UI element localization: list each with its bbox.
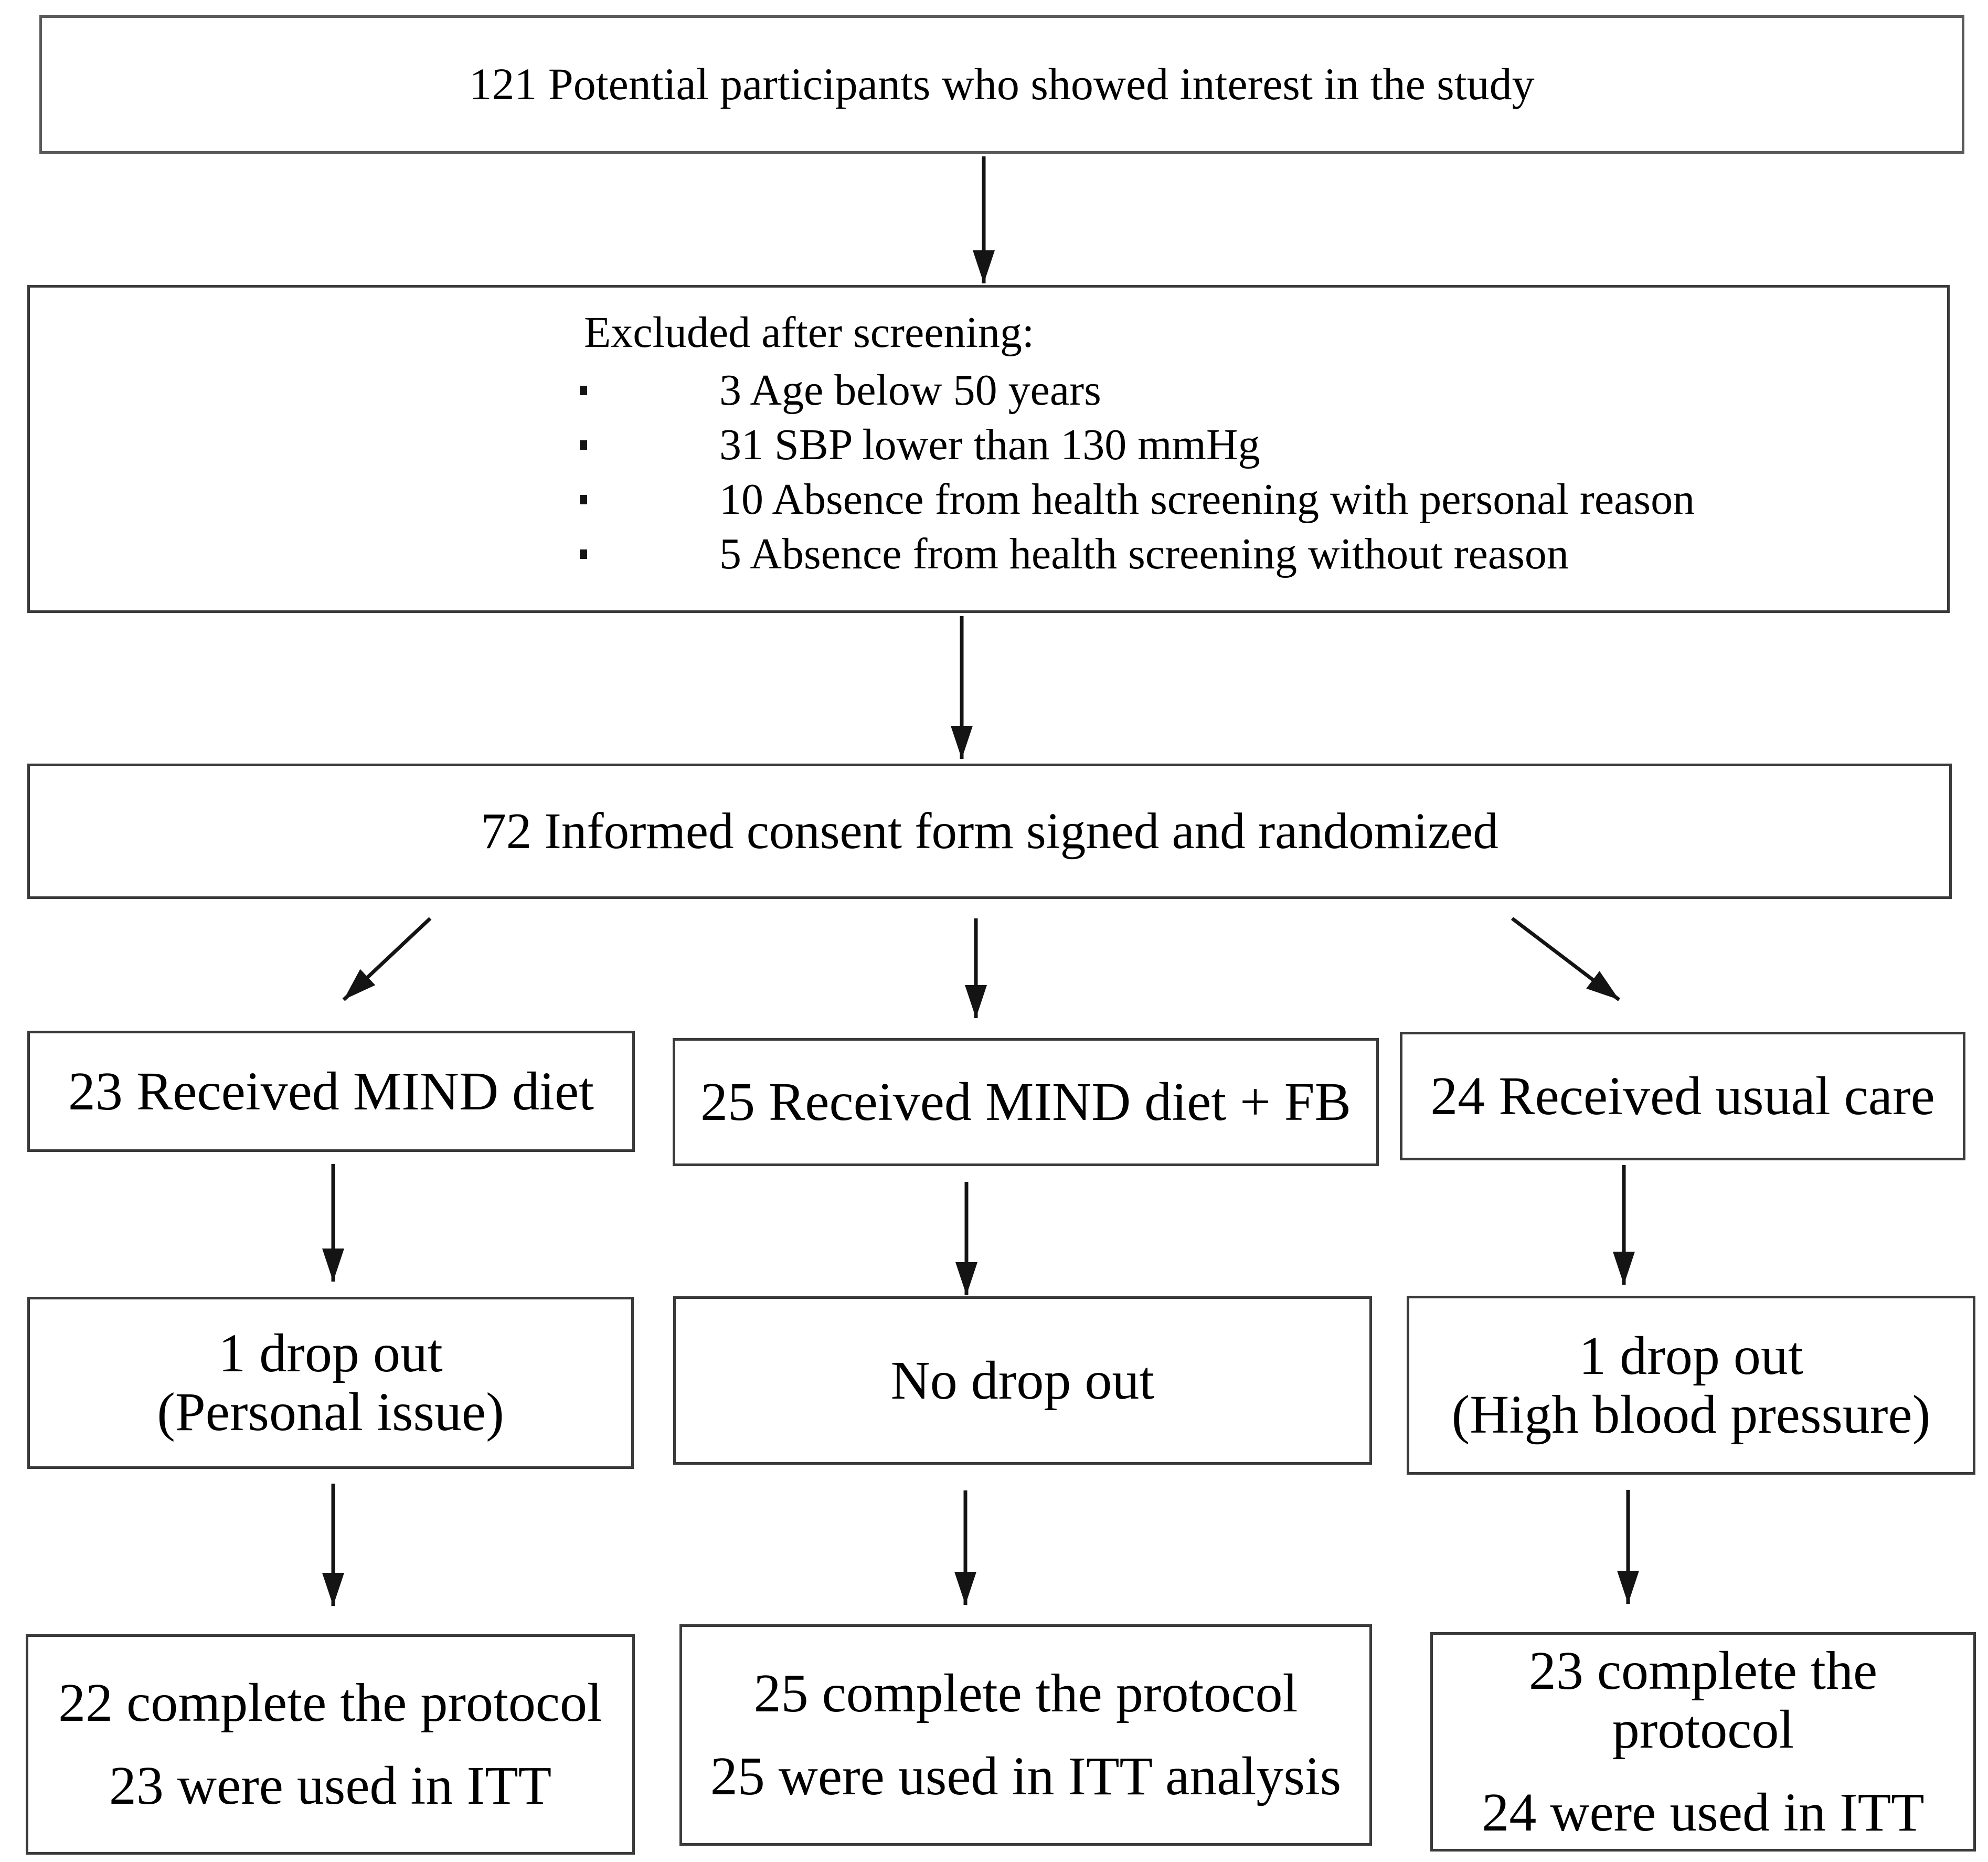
arm-mindfb-complete-line2: 25 were used in ITT analysis: [710, 1746, 1342, 1806]
excluded-item-text: 5 Absence from health screening without …: [719, 530, 1569, 578]
excluded-item: 5 Absence from health screening without …: [580, 527, 1947, 581]
bullet-icon: [580, 386, 587, 395]
enrollment-text: 121 Potential participants who showed in…: [469, 59, 1535, 110]
arm-mindfb-dropout-box: No drop out: [673, 1296, 1372, 1465]
excluded-title: Excluded after screening:: [584, 308, 1035, 357]
arm-mindfb-complete-box: 25 complete the protocol 25 were used in…: [679, 1624, 1372, 1846]
arm-mind-dropout-line2: (Personal issue): [157, 1382, 504, 1442]
bullet-icon: [580, 440, 587, 450]
excluded-box: Excluded after screening: 3 Age below 50…: [27, 285, 1950, 613]
arm-mind-complete-box: 22 complete the protocol 23 were used in…: [26, 1634, 635, 1855]
arm-usualcare-complete-box: 23 complete the protocol 24 were used in…: [1430, 1632, 1976, 1852]
arm-usualcare-dropout-line2: (High blood pressure): [1451, 1384, 1931, 1445]
arm-usualcare-dropout-box: 1 drop out (High blood pressure): [1407, 1296, 1975, 1475]
arm-mind-received-text: 23 Received MIND diet: [68, 1061, 594, 1122]
arrow-diagonal-icon-randomized-to-usualcare: [1511, 917, 1621, 1001]
arm-usualcare-complete-line2: 24 were used in ITT: [1482, 1782, 1925, 1843]
arm-mind-complete-line2: 23 were used in ITT: [109, 1755, 552, 1816]
arm-mind-dropout-line1: 1 drop out: [218, 1323, 443, 1383]
arm-usualcare-received-box: 24 Received usual care: [1400, 1032, 1965, 1160]
arm-mindfb-dropout-line1: No drop out: [890, 1350, 1155, 1411]
arm-mindfb-complete-line1: 25 complete the protocol: [753, 1663, 1298, 1723]
excluded-item-text: 3 Age below 50 years: [719, 366, 1101, 415]
arm-usualcare-complete-line1: 23 complete the protocol: [1528, 1641, 1878, 1760]
arm-mindfb-received-text: 25 Received MIND diet + FB: [700, 1072, 1352, 1132]
bullet-icon: [580, 495, 587, 504]
enrollment-box: 121 Potential participants who showed in…: [39, 15, 1964, 154]
arm-usualcare-received-text: 24 Received usual care: [1430, 1065, 1935, 1126]
arm-mind-received-box: 23 Received MIND diet: [27, 1031, 635, 1152]
bullet-icon: [580, 549, 587, 559]
arm-mind-dropout-box: 1 drop out (Personal issue): [27, 1297, 634, 1469]
excluded-item-text: 10 Absence from health screening with pe…: [719, 475, 1695, 524]
arm-mind-complete-line1: 22 complete the protocol: [58, 1673, 602, 1733]
randomized-box: 72 Informed consent form signed and rand…: [27, 764, 1952, 899]
excluded-item: 10 Absence from health screening with pe…: [580, 472, 1947, 527]
excluded-item: 31 SBP lower than 130 mmHg: [580, 418, 1947, 472]
arm-usualcare-dropout-line1: 1 drop out: [1579, 1325, 1803, 1386]
randomized-text: 72 Informed consent form signed and rand…: [481, 803, 1498, 860]
arrow-diagonal-icon-randomized-to-mind: [342, 917, 432, 1001]
excluded-item-text: 31 SBP lower than 130 mmHg: [719, 420, 1260, 469]
excluded-item: 3 Age below 50 years: [580, 363, 1947, 418]
arm-mindfb-received-box: 25 Received MIND diet + FB: [673, 1038, 1379, 1166]
